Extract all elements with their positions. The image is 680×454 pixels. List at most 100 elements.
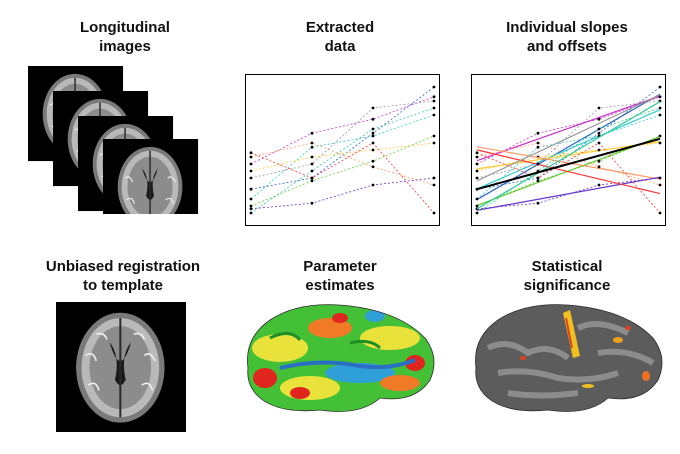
data-point (432, 176, 436, 180)
fit-line (476, 146, 661, 180)
data-point (310, 176, 314, 180)
data-point (536, 131, 540, 135)
title-line: images (99, 38, 151, 55)
fit-line (476, 94, 661, 182)
data-point (432, 85, 436, 89)
data-point (371, 159, 375, 163)
data-point (249, 204, 253, 208)
data-point (658, 106, 662, 110)
data-point (371, 106, 375, 110)
title-line: estimates (305, 277, 375, 294)
data-point (371, 117, 375, 121)
data-point (475, 204, 479, 208)
data-point (658, 85, 662, 89)
title-extracted-data: Extracted data (250, 18, 430, 56)
series-line (476, 114, 661, 200)
data-point (432, 183, 436, 187)
data-point (658, 176, 662, 180)
registration-template-image (56, 302, 186, 432)
fit-line (476, 176, 661, 211)
data-point (249, 162, 253, 166)
data-point (658, 211, 662, 215)
title-line: to template (82, 277, 163, 294)
data-point (249, 155, 253, 159)
data-point (371, 183, 375, 187)
series-line (250, 135, 435, 207)
data-point (371, 131, 375, 135)
data-point (249, 169, 253, 173)
series-line (250, 142, 435, 214)
series-line (476, 142, 661, 172)
data-point (371, 134, 375, 138)
extracted-data-plot (245, 74, 440, 226)
data-point (249, 211, 253, 215)
data-point (475, 211, 479, 215)
data-point (536, 176, 540, 180)
fit-line (476, 101, 661, 210)
title-individual-slopes: Individual slopes and offsets (477, 18, 657, 56)
data-point (658, 141, 662, 145)
title-unbiased-registration: Unbiased registration to template (33, 257, 213, 295)
data-point (249, 197, 253, 201)
data-point (597, 141, 601, 145)
mean-fit-line (476, 137, 661, 191)
data-point (371, 141, 375, 145)
data-point (597, 117, 601, 121)
data-point (597, 159, 601, 163)
data-point (249, 176, 253, 180)
title-line: Statistical (531, 258, 603, 275)
data-point (658, 113, 662, 117)
data-point (432, 211, 436, 215)
data-point (310, 131, 314, 135)
data-point (432, 106, 436, 110)
data-point (249, 187, 253, 191)
data-point (310, 179, 314, 183)
series-line (250, 107, 435, 214)
extracted-data-chart (245, 74, 440, 226)
parameter-estimates-surface (240, 298, 440, 423)
individual-slopes-chart (471, 74, 666, 226)
data-point (371, 127, 375, 131)
data-point (597, 131, 601, 135)
data-point (658, 95, 662, 99)
title-line: Extracted (305, 19, 375, 36)
title-line: and offsets (526, 38, 607, 55)
plot-frame (245, 74, 440, 226)
data-point (249, 207, 253, 211)
data-point (310, 169, 314, 173)
data-point (536, 145, 540, 149)
data-point (597, 127, 601, 131)
data-point (371, 148, 375, 152)
series-line (476, 100, 661, 179)
data-point (536, 179, 540, 183)
data-point (432, 134, 436, 138)
series-line (250, 114, 435, 200)
series-line (250, 100, 435, 179)
data-point (432, 113, 436, 117)
data-point (371, 165, 375, 169)
plot-frame (471, 74, 666, 226)
title-line: Individual slopes (506, 19, 628, 36)
data-point (536, 162, 540, 166)
data-point (536, 141, 540, 145)
data-point (475, 169, 479, 173)
title-statistical-significance: Statistical significance (477, 257, 657, 295)
data-point (310, 145, 314, 149)
data-point (432, 99, 436, 103)
data-point (310, 155, 314, 159)
data-point (597, 148, 601, 152)
data-point (658, 183, 662, 187)
title-longitudinal-images: Longitudinal images (35, 18, 215, 56)
fit-line (476, 149, 661, 195)
series-line (250, 177, 435, 210)
data-point (597, 106, 601, 110)
fit-line (476, 109, 661, 190)
data-point (310, 162, 314, 166)
data-point (310, 201, 314, 205)
series-line (250, 142, 435, 172)
fit-line (476, 95, 661, 162)
individual-slopes-plot (471, 74, 666, 226)
data-point (310, 141, 314, 145)
title-line: Longitudinal (80, 19, 170, 36)
data-point (475, 176, 479, 180)
